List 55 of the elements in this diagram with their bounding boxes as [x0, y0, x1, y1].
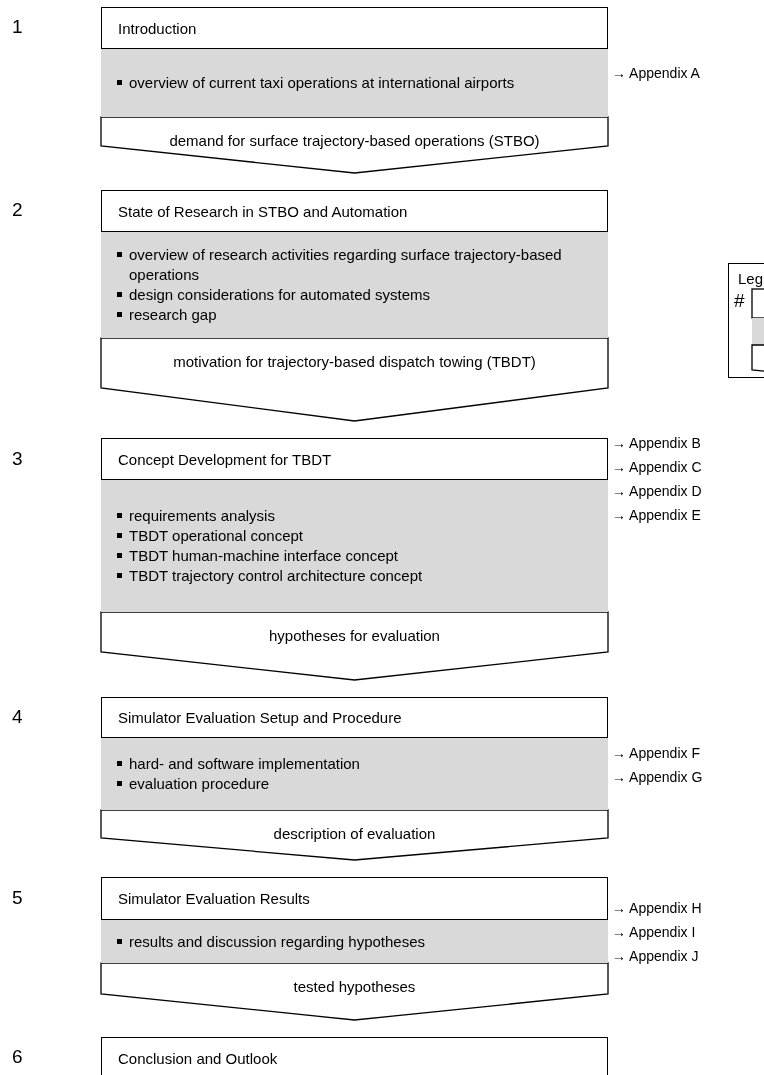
chapter-title-box: [101, 190, 608, 232]
chapter-title: Conclusion and Outlook: [118, 1049, 278, 1067]
appendix-reference: → Appendix G: [612, 768, 703, 787]
chapter-title: Simulator Evaluation Results: [118, 890, 310, 907]
bullet-item: evaluation procedure: [117, 774, 592, 794]
chapter-title-box: [101, 877, 608, 920]
edge-label: demand for surface trajectory-based operations (STBO): [168, 131, 541, 151]
block-arrow: [100, 809, 609, 861]
content-band: [101, 232, 608, 338]
chapter-title: State of Research in STBO and Automation: [118, 202, 408, 220]
bullet-item: requirements analysis: [117, 506, 592, 526]
bullet-item: TBDT trajectory control architecture concept: [117, 566, 592, 586]
chapter-title: Simulator Evaluation Setup and Procedure: [118, 709, 402, 726]
chapter-number: 6: [12, 1047, 23, 1067]
appendix-reference: → Appendix H: [612, 899, 702, 918]
appendix-reference: → Appendix E: [612, 506, 701, 525]
bullet-item: TBDT operational concept: [117, 526, 592, 546]
block-arrow: [100, 116, 609, 174]
appendix-reference: → Appendix F: [612, 744, 700, 763]
chapter-number: 3: [12, 449, 23, 469]
block-arrow: [100, 962, 609, 1021]
bullet-item: design considerations for automated systems: [117, 285, 592, 305]
content-band: [101, 49, 608, 117]
appendix-reference: → Appendix I: [612, 923, 696, 942]
legend-number-symbol: #: [734, 291, 745, 311]
bullet-item: results and discussion regarding hypotheses: [117, 931, 592, 952]
block-arrow: [100, 611, 609, 681]
chapter-number: 2: [12, 200, 23, 220]
bullet-item: overview of current taxi operations at international airports: [117, 73, 592, 93]
appendix-reference: → Appendix J: [612, 947, 699, 966]
bullet-item: research gap: [117, 305, 592, 325]
chapter-title: Introduction: [118, 19, 197, 37]
chapter-title-box: [101, 697, 608, 738]
block-arrow: [100, 337, 609, 422]
chapter-number: 4: [12, 707, 23, 727]
legend-title: Leg: [738, 270, 764, 287]
content-band: [101, 738, 608, 810]
chapter-title: Concept Development for TBDT: [118, 450, 332, 468]
bullet-item: hard- and software implementation: [117, 754, 592, 774]
content-band: [101, 920, 608, 963]
appendix-reference: → Appendix B: [612, 434, 701, 453]
edge-label: hypotheses for evaluation: [268, 626, 441, 646]
chapter-title-box: [101, 1037, 608, 1075]
chapter-number: 1: [12, 17, 23, 37]
appendix-reference: → Appendix A: [612, 64, 700, 83]
edge-label: description of evaluation: [272, 824, 437, 844]
bullet-item: TBDT human-machine interface concept: [117, 546, 592, 566]
edge-label: motivation for trajectory-based dispatch towing (TBDT): [172, 352, 537, 372]
edge-label: tested hypotheses: [292, 977, 417, 997]
chapter-title-box: [101, 7, 608, 49]
chapter-number: 5: [12, 888, 23, 908]
chapter-title-box: [101, 438, 608, 480]
appendix-reference: → Appendix C: [612, 458, 702, 477]
appendix-reference: → Appendix D: [612, 482, 702, 501]
content-band: [101, 480, 608, 612]
